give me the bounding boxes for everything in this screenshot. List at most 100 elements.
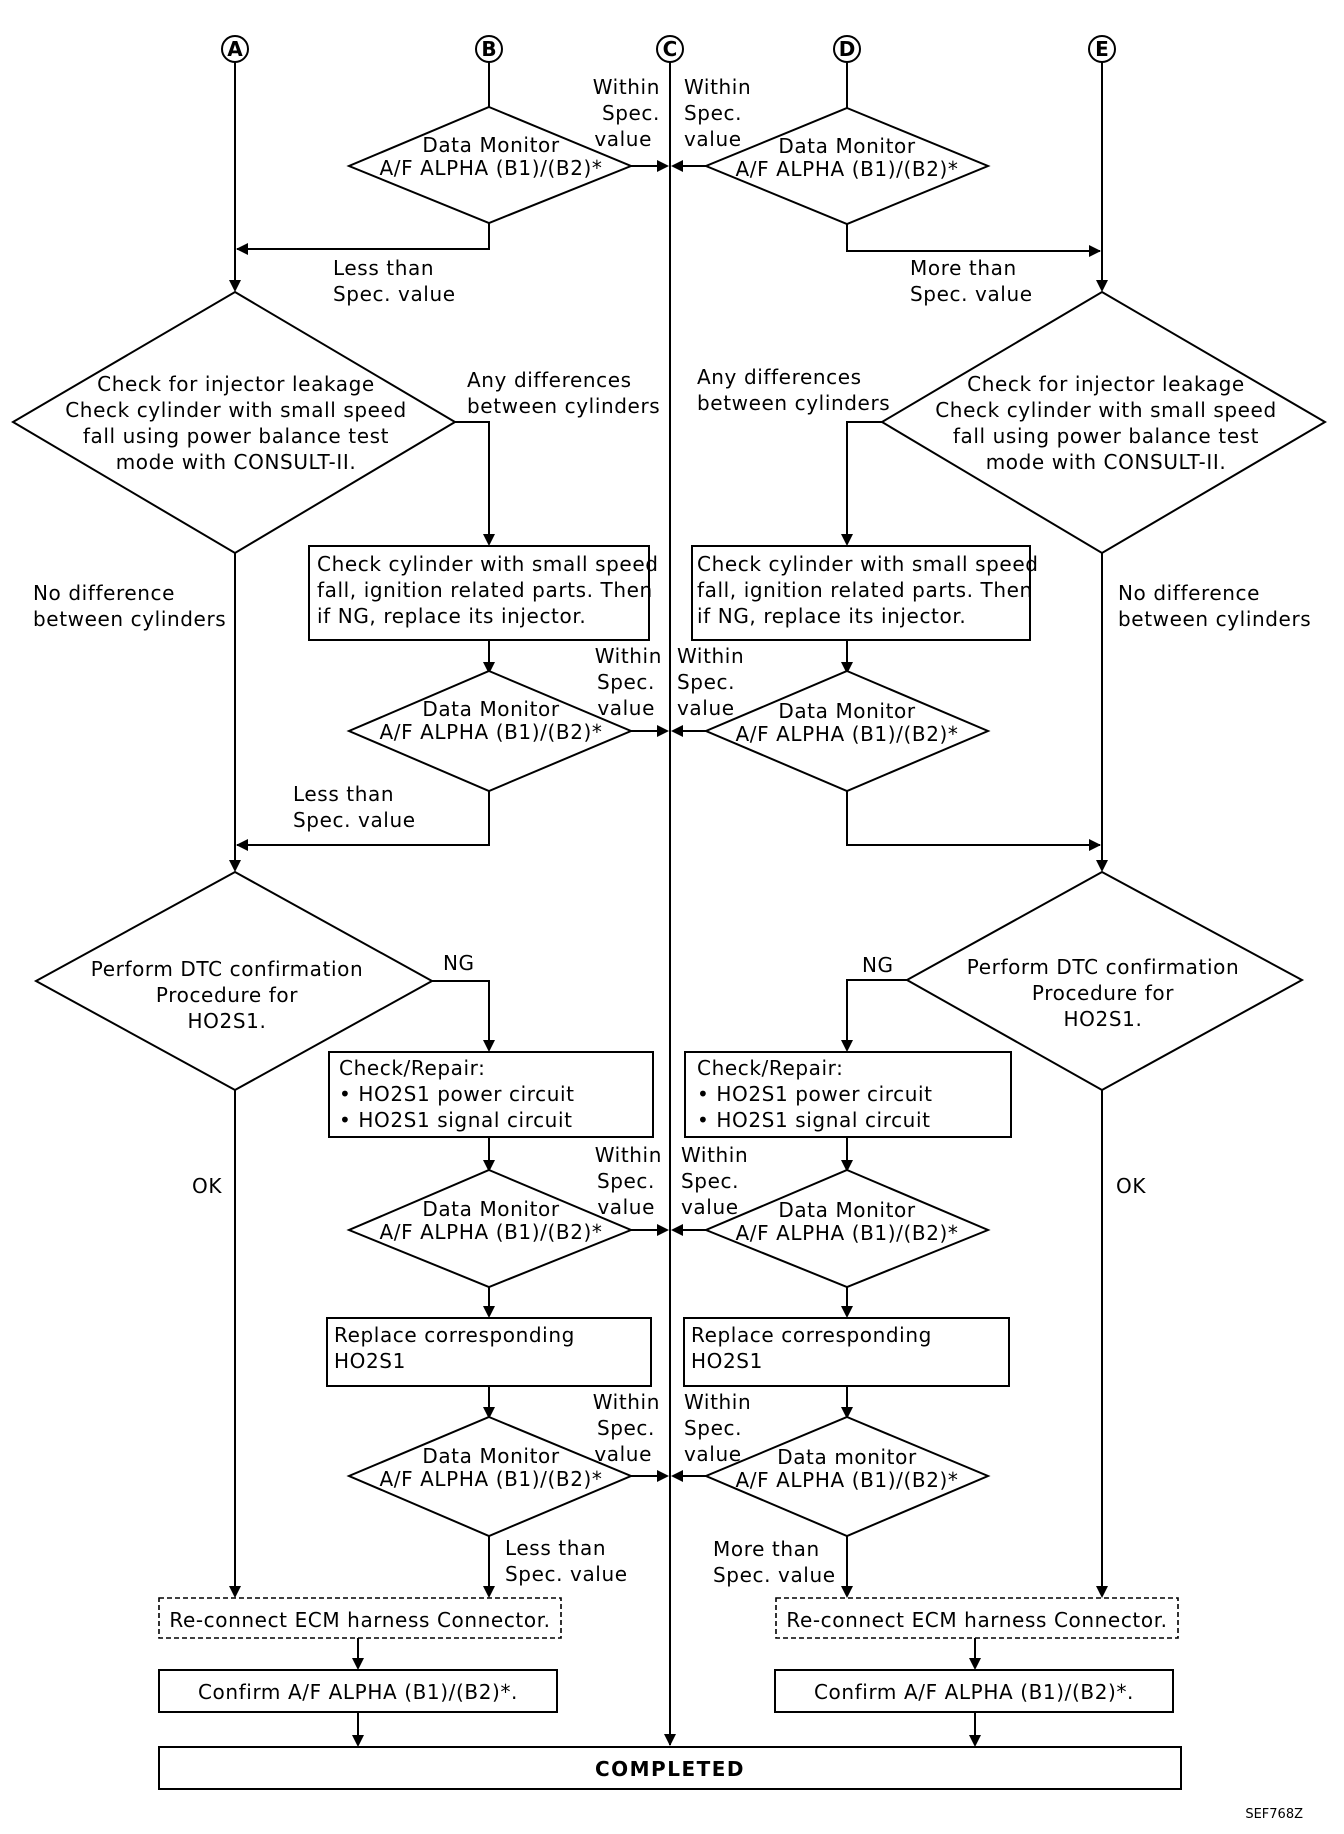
dtc-text-left: Perform DTC confirmation Procedure for H… xyxy=(91,957,363,1033)
svg-text:A/F ALPHA (B1)/(B2)*: A/F ALPHA (B1)/(B2)* xyxy=(735,1468,958,1492)
svg-text:A/F ALPHA (B1)/(B2)*: A/F ALPHA (B1)/(B2)* xyxy=(379,156,602,180)
svg-text:Spec.: Spec. xyxy=(684,101,742,125)
no-difference-label-left: No difference between cylinders xyxy=(33,581,226,631)
svg-text:Spec. value: Spec. value xyxy=(293,808,416,832)
svg-text:HO2S1.: HO2S1. xyxy=(1064,1007,1143,1031)
less-than-label-1: Less than Spec. value xyxy=(333,256,456,306)
svg-text:Less than: Less than xyxy=(333,256,434,280)
ok-label-right: OK xyxy=(1116,1174,1146,1198)
svg-text:Spec.: Spec. xyxy=(597,1169,655,1193)
svg-text:• HO2S1 power circuit: • HO2S1 power circuit xyxy=(339,1082,575,1106)
svg-text:value: value xyxy=(594,1442,652,1466)
svg-text:A/F ALPHA (B1)/(B2)*: A/F ALPHA (B1)/(B2)* xyxy=(379,1220,602,1244)
dtc-diamond-left xyxy=(33,870,435,1092)
svg-text:fall, ignition related parts.: fall, ignition related parts. Then xyxy=(697,578,1033,602)
svg-text:A/F ALPHA (B1)/(B2)*: A/F ALPHA (B1)/(B2)* xyxy=(735,157,958,181)
reconnect-text-left: Re-connect ECM harness Connector. xyxy=(169,1608,550,1632)
svg-text:between cylinders: between cylinders xyxy=(467,394,660,418)
data-monitor-text-d2: Data Monitor A/F ALPHA (B1)/(B2)* xyxy=(735,699,957,746)
connector-b: B xyxy=(475,35,503,63)
connector-a: A xyxy=(221,35,249,63)
arrowheads xyxy=(229,160,1108,1747)
confirm-box-right xyxy=(774,1669,1174,1713)
svg-text:A/F ALPHA (B1)/(B2)*: A/F ALPHA (B1)/(B2)* xyxy=(735,1221,958,1245)
injector-check-diamond-left xyxy=(11,290,457,555)
within-spec-label-left-3: Within Spec. value xyxy=(595,1143,662,1219)
svg-text:• HO2S1 signal circuit: • HO2S1 signal circuit xyxy=(697,1108,931,1132)
svg-text:E: E xyxy=(1095,37,1109,61)
reconnect-box-right xyxy=(775,1597,1179,1639)
within-spec-label-left-4: Within Spec. value xyxy=(593,1390,660,1466)
ignition-check-text-right: Check cylinder with small speed fall, ig… xyxy=(697,552,1038,628)
svg-text:Any differences: Any differences xyxy=(467,368,632,392)
svg-text:Check/Repair:: Check/Repair: xyxy=(339,1056,485,1080)
less-than-label-3: Less than Spec. value xyxy=(505,1536,628,1586)
data-monitor-text-b1: Data Monitor A/F ALPHA (B1)/(B2)* xyxy=(379,133,602,180)
ignition-check-text-left: Check cylinder with small speed fall, ig… xyxy=(317,552,658,628)
svg-text:B: B xyxy=(481,37,496,61)
within-spec-label-left-1: Within Spec. value xyxy=(593,75,660,151)
svg-text:value: value xyxy=(684,127,742,151)
svg-text:between cylinders: between cylinders xyxy=(1118,607,1311,631)
svg-text:Spec. value: Spec. value xyxy=(713,1563,836,1587)
svg-text:Spec.: Spec. xyxy=(597,670,655,694)
svg-text:Check for injector leakage: Check for injector leakage xyxy=(967,372,1245,396)
injector-check-diamond-right xyxy=(880,290,1327,555)
ignition-check-box-left xyxy=(308,545,650,641)
svg-text:Check cylinder with small spee: Check cylinder with small speed xyxy=(935,398,1277,422)
repair-box-left xyxy=(328,1051,654,1138)
ng-label-left: NG xyxy=(443,951,475,975)
svg-text:Less than: Less than xyxy=(293,782,394,806)
data-monitor-text-d1: Data Monitor A/F ALPHA (B1)/(B2)* xyxy=(735,134,958,181)
more-than-label-1: More than Spec. value xyxy=(910,256,1032,306)
data-monitor-diamond-d3 xyxy=(703,1168,991,1289)
svg-text:A/F ALPHA (B1)/(B2)*: A/F ALPHA (B1)/(B2)* xyxy=(379,1467,602,1491)
connector-c: C xyxy=(656,35,684,63)
completed-label: COMPLETED xyxy=(595,1757,745,1781)
svg-text:Within: Within xyxy=(677,644,744,668)
ok-label-left: OK xyxy=(192,1174,222,1198)
data-monitor-diamond-d1 xyxy=(703,106,991,226)
svg-text:C: C xyxy=(663,37,678,61)
data-monitor-text-d3: Data Monitor A/F ALPHA (B1)/(B2)* xyxy=(735,1198,958,1245)
completed-box xyxy=(158,1746,1182,1790)
no-difference-label-right: No difference between cylinders xyxy=(1118,581,1311,631)
svg-text:value: value xyxy=(677,696,735,720)
svg-text:Procedure for: Procedure for xyxy=(1032,981,1174,1005)
svg-text:Data Monitor: Data Monitor xyxy=(422,1197,560,1221)
data-monitor-diamond-b3 xyxy=(346,1168,634,1289)
confirm-text-right: Confirm A/F ALPHA (B1)/(B2)*. xyxy=(814,1680,1134,1704)
svg-text:• HO2S1 signal circuit: • HO2S1 signal circuit xyxy=(339,1108,573,1132)
svg-text:Data Monitor: Data Monitor xyxy=(778,699,916,723)
replace-box-right xyxy=(683,1317,1010,1387)
svg-text:between cylinders: between cylinders xyxy=(33,607,226,631)
svg-text:Spec. value: Spec. value xyxy=(505,1562,628,1586)
svg-text:mode with CONSULT-II.: mode with CONSULT-II. xyxy=(116,450,357,474)
any-differences-label-right: Any differences between cylinders xyxy=(697,365,890,415)
data-monitor-diamond-d2 xyxy=(703,669,991,793)
data-monitor-diamond-b4 xyxy=(346,1415,634,1538)
svg-text:Procedure for: Procedure for xyxy=(156,983,298,1007)
svg-text:Check for injector leakage: Check for injector leakage xyxy=(97,372,375,396)
svg-text:value: value xyxy=(597,1195,655,1219)
svg-text:Less than: Less than xyxy=(505,1536,606,1560)
within-spec-label-right-3: Within Spec. value xyxy=(681,1143,748,1219)
svg-text:Perform DTC confirmation: Perform DTC confirmation xyxy=(91,957,363,981)
svg-text:Spec.: Spec. xyxy=(602,101,660,125)
svg-text:Spec. value: Spec. value xyxy=(333,282,456,306)
within-spec-label-right-1: Within Spec. value xyxy=(684,75,751,151)
svg-text:More than: More than xyxy=(713,1537,820,1561)
svg-text:Within: Within xyxy=(684,1390,751,1414)
reconnect-text-right: Re-connect ECM harness Connector. xyxy=(786,1608,1167,1632)
within-spec-label-left-2: Within Spec. value xyxy=(595,644,662,720)
repair-text-left: Check/Repair: • HO2S1 power circuit • HO… xyxy=(339,1056,575,1132)
confirm-box-left xyxy=(158,1669,558,1713)
svg-text:Within: Within xyxy=(593,75,660,99)
repair-text-right: Check/Repair: • HO2S1 power circuit • HO… xyxy=(697,1056,932,1132)
svg-text:Data monitor: Data monitor xyxy=(777,1445,917,1469)
svg-text:Data Monitor: Data Monitor xyxy=(422,1444,560,1468)
svg-text:Check cylinder with small spee: Check cylinder with small speed xyxy=(65,398,407,422)
svg-text:Within: Within xyxy=(681,1143,748,1167)
replace-text-right: Replace corresponding HO2S1 xyxy=(691,1323,931,1373)
connector-e: E xyxy=(1088,35,1116,63)
